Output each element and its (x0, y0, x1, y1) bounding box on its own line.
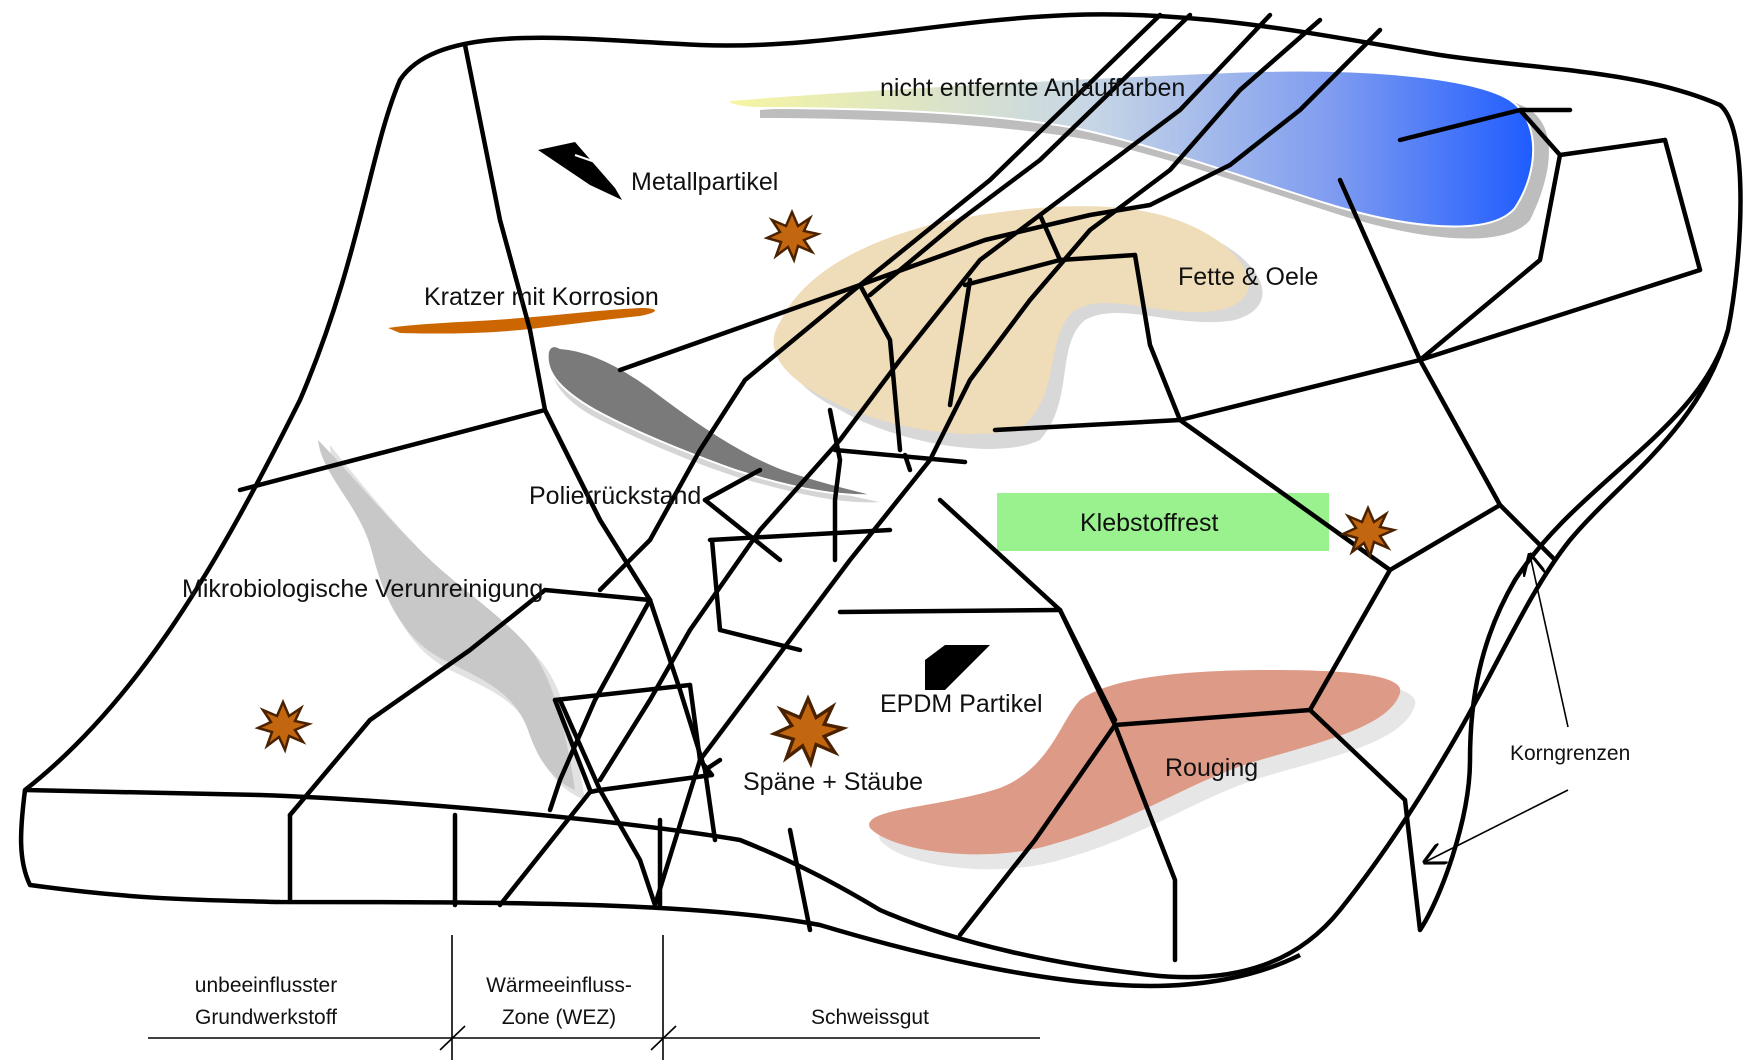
particle-burst-1 (765, 210, 820, 262)
zone-wez-line1: Wärmeeinfluss- (486, 974, 632, 997)
korngrenzen-arrows (1425, 555, 1569, 862)
label-polierrueckstand: Polierrückstand (529, 482, 701, 510)
epdm-partikel-shape (925, 645, 990, 690)
zone-wez-line2: Zone (WEZ) (502, 1006, 616, 1029)
workpiece-outline (18, 12, 1743, 989)
grain-boundaries (237, 12, 1703, 963)
zone-grundwerkstoff-line1: unbeeinflusster (195, 974, 337, 997)
label-klebstoffrest: Klebstoffrest (1080, 509, 1219, 537)
zone-legend: unbeeinflusster Grundwerkstoff Wärmeeinf… (148, 935, 1040, 1060)
particle-burst-2 (1341, 506, 1396, 558)
label-metallpartikel: Metallpartikel (631, 168, 778, 196)
metall-partikel-shape (538, 142, 622, 200)
zone-schweissgut: Schweissgut (811, 1006, 929, 1029)
anlauffarben-streak (728, 69, 1549, 239)
label-kratzer: Kratzer mit Korrosion (424, 283, 659, 311)
kratzer-streak (388, 308, 655, 334)
zone-grundwerkstoff-line2: Grundwerkstoff (195, 1006, 337, 1029)
label-korngrenzen: Korngrenzen (1510, 742, 1630, 765)
polierrueckstand-streak (546, 345, 880, 503)
particle-burst-4 (772, 696, 845, 766)
mikrobiologisch-stain (318, 440, 585, 800)
label-fette-oele: Fette & Oele (1178, 263, 1318, 291)
label-rouging: Rouging (1165, 754, 1258, 782)
label-epdm: EPDM Partikel (880, 690, 1043, 718)
label-spaene: Späne + Stäube (743, 768, 923, 796)
fette-oele-stain (773, 206, 1263, 449)
label-anlauffarben: nicht entfernte Anlauffarben (880, 74, 1185, 102)
particle-burst-3 (256, 700, 311, 752)
rouging-stain (869, 670, 1416, 870)
klebstoffrest-patch (997, 493, 1329, 551)
label-mikrobiologisch: Mikrobiologische Verunreinigung (182, 575, 543, 603)
